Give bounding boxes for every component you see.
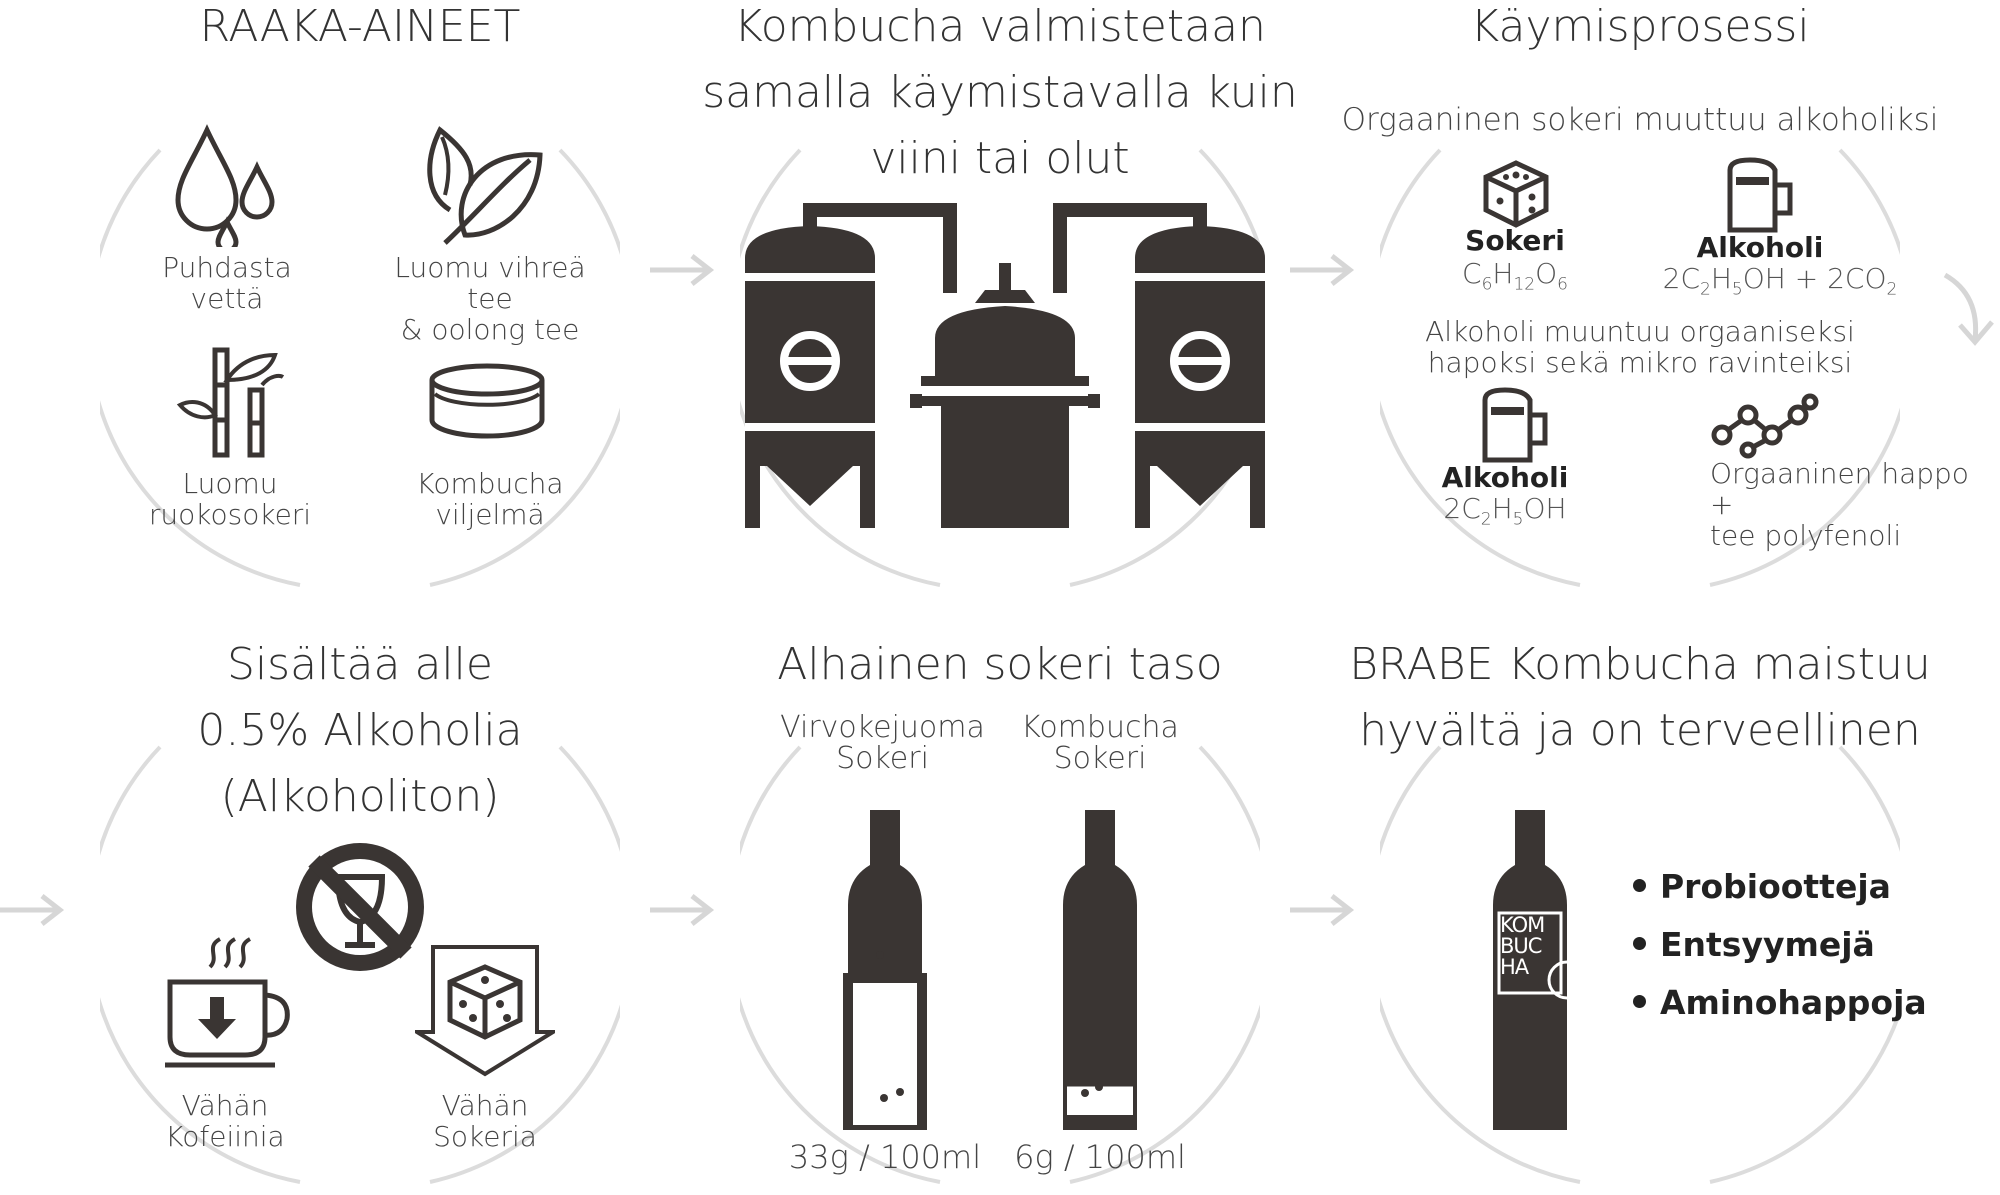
beer-mug-icon	[1482, 387, 1548, 463]
brewing-title-line2: samalla käymistavalla kuin	[702, 67, 1298, 118]
low-sugar-label: Vähän Sokeria	[433, 1089, 537, 1153]
sugar-level-title: Alhainen sokeri taso	[777, 639, 1223, 690]
sugar-cane-label: Luomu ruokosokeri	[148, 467, 312, 531]
culture-label: Kombucha viljelmä	[416, 467, 564, 531]
brewing-panel: Kombucha valmistetaan samalla käymistava…	[670, 0, 1330, 597]
arrow-right-icon	[650, 254, 715, 286]
bottle-label: KOM BUC HA	[1500, 913, 1545, 979]
conversion-note: Alkoholi muuntuu orgaaniseksi hapoksi se…	[1425, 315, 1855, 379]
arrow-right-icon	[0, 894, 65, 926]
brewing-title-line1: Kombucha valmistetaan	[734, 1, 1266, 52]
panel-ring	[740, 745, 1260, 1184]
alcohol-label: Alkoholi	[1696, 231, 1824, 264]
molecule-icon	[1711, 393, 1819, 459]
alcohol-title-line3: (Alkoholiton)	[220, 771, 500, 822]
arrow-right-icon	[1290, 894, 1355, 926]
alcohol-title-line2: 0.5% Alkoholia	[197, 705, 523, 756]
acid-label: Orgaaninen happo + tee polyfenoli	[1710, 457, 1969, 552]
tea-leaf-icon	[427, 126, 543, 245]
benefit-item: Entsyymejä	[1633, 923, 1875, 967]
alcohol-title-line1: Sisältää alle	[227, 639, 493, 690]
no-alcohol-icon	[296, 843, 424, 971]
panel-ring	[100, 745, 620, 1184]
soda-label: Virvokejuoma Sokeri	[780, 710, 985, 776]
taste-title-line1: BRABE Kombucha maistuu	[1349, 639, 1931, 690]
panel-ring	[100, 148, 620, 587]
alcohol-label-2: Alkoholi	[1441, 461, 1569, 494]
arrow-curve-down-icon	[1943, 272, 1994, 346]
benefit-item: Probiootteja	[1633, 865, 1891, 909]
sugar-cube-icon	[1483, 160, 1549, 228]
ingredients-panel: RAAKA-AINEET Puhdasta vettä Luomu vihreä…	[30, 0, 690, 597]
sugar-cane-icon	[176, 347, 285, 458]
fermentation-panel: Käymisprosessi Orgaaninen sokeri muuttuu…	[1310, 0, 1970, 597]
coffee-cup-icon	[165, 937, 290, 1068]
taste-panel: BRABE Kombucha maistuu hyvältä ja on ter…	[1310, 597, 1970, 1194]
alcohol-content-panel: Sisältää alle 0.5% Alkoholia (Alkoholito…	[30, 597, 690, 1194]
water-label: Puhdasta vettä	[162, 251, 292, 315]
panel-ring	[740, 148, 1260, 587]
brewery-tanks-icon	[745, 203, 1265, 528]
beer-mug-icon	[1727, 157, 1793, 233]
ingredients-title: RAAKA-AINEET	[199, 1, 521, 52]
panel-ring	[1380, 148, 1900, 587]
taste-title-line2: hyvältä ja on terveellinen	[1359, 705, 1921, 756]
arrow-right-icon	[650, 894, 715, 926]
panel-ring	[1380, 745, 1900, 1184]
soda-sugar-fill	[843, 973, 927, 1130]
arrow-right-icon	[1290, 254, 1355, 286]
benefit-item: Aminohappoja	[1633, 981, 1927, 1025]
brewing-title-line3: viini tai olut	[870, 133, 1130, 184]
kombucha-amount: 6g / 100ml	[1014, 1138, 1186, 1176]
soda-amount: 33g / 100ml	[788, 1138, 982, 1176]
ethanol-co2-formula: 2C2H5OH + 2CO2	[1662, 262, 1898, 300]
scoby-culture-icon	[429, 363, 545, 439]
low-sugar-icon	[415, 945, 555, 1077]
kombucha-sugar-label: Kombucha Sokeri	[1021, 710, 1179, 776]
sugar-level-panel: Alhainen sokeri taso Virvokejuoma Sokeri…	[670, 597, 1330, 1194]
ethanol-formula: 2C2H5OH	[1443, 492, 1567, 530]
sugar-label: Sokeri	[1465, 224, 1565, 257]
kombucha-bottle-icon	[1063, 810, 1137, 1130]
soda-bottle-icon	[843, 810, 927, 1130]
glucose-formula: C6H12O6	[1462, 257, 1568, 295]
kombucha-sugar-fill	[1067, 1086, 1133, 1115]
caffeine-label: Vähän Kofeiinia	[165, 1089, 285, 1153]
brabe-bottle-icon	[1493, 810, 1575, 1130]
water-drops-icon	[175, 124, 275, 247]
fermentation-subtitle: Orgaaninen sokeri muuttuu alkoholiksi	[1341, 102, 1939, 138]
fermentation-title: Käymisprosessi	[1470, 1, 1810, 52]
tea-label: Luomu vihreä tee & oolong tee	[394, 251, 586, 346]
